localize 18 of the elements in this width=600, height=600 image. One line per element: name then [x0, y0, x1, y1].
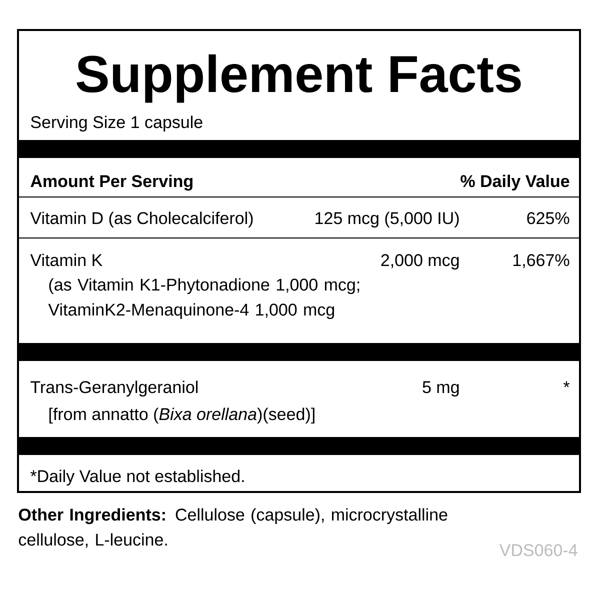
nutrient-name: Vitamin D (as Cholecalciferol) — [30, 212, 253, 228]
amount-text: 2,000 mcg — [381, 254, 459, 270]
nutrient-detail: [from annatto (Bixa orellana)(seed)] — [49, 408, 314, 424]
amount-text: 5 mg — [422, 381, 459, 397]
ingredients-text: Other Ingredients: Cellulose (capsule), microcrystalline cellulose, L-leucine. — [18, 508, 448, 548]
column-header: % Daily Value — [460, 174, 570, 191]
daily-value-text: 1,667% — [513, 254, 570, 268]
column-header: Amount Per Serving — [30, 174, 192, 191]
nutrient-detail: (as Vitamin K1-Phytonadione 1,000 mcg; VitaminK2-Menaquinone-4 1,000 mcg — [48, 278, 360, 320]
amount-text: 125 mcg (5,000 IU) — [316, 212, 459, 228]
footnote: *Daily Value not established. — [30, 470, 244, 486]
nutrient-name: Vitamin K — [30, 254, 102, 266]
daily-value-text: 625% — [527, 212, 570, 224]
daily-value-text: * — [563, 381, 570, 388]
label-code: VDS060-4 — [499, 544, 578, 556]
serving-size-text: Serving Size 1 capsule — [30, 116, 202, 132]
nutrient-name: Trans-Geranylgeraniol — [30, 380, 198, 397]
panel-title: Supplement Facts — [76, 54, 521, 103]
